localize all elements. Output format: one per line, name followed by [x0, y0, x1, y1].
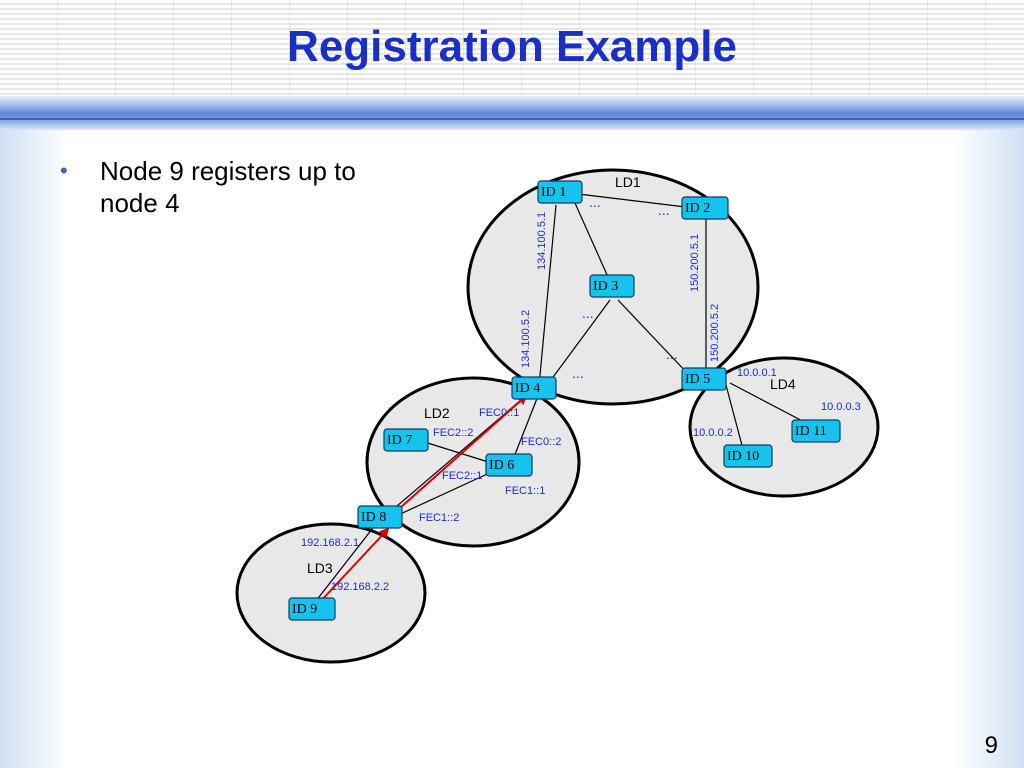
- node-id2[interactable]: ID 2: [681, 196, 729, 220]
- addr-fec0-1: FEC0::1: [479, 407, 519, 419]
- node-id5[interactable]: ID 5: [681, 367, 727, 391]
- addr-10-0-0-2: 10.0.0.2: [693, 427, 733, 439]
- addr-fec1-2: FEC1::2: [419, 512, 459, 524]
- edge-n5-n10: [725, 384, 745, 454]
- registration-path: [317, 394, 528, 605]
- header-bar: [0, 96, 1024, 130]
- edge-n1-n2: [569, 192, 695, 209]
- domain-label-ld2: LD2: [424, 405, 450, 421]
- header-bar-line: [0, 118, 1024, 120]
- edge-n1-n3: [574, 202, 613, 287]
- node-label: ID 10: [727, 449, 759, 464]
- edge-n4-n6: [511, 395, 539, 463]
- registration-arrow-n9-n8: [317, 527, 390, 605]
- node-id1[interactable]: ID 1: [537, 180, 583, 204]
- edges: [311, 192, 813, 607]
- addr-192-168-2-2: 192.168.2.2: [331, 581, 389, 593]
- node-label: ID 11: [795, 424, 827, 439]
- node-id9[interactable]: ID 9: [288, 597, 336, 621]
- addr-134-100-5-1: 134.100.5.1: [536, 212, 548, 270]
- ellipsis-n1-n2-left: ...: [589, 194, 601, 210]
- domain-ld2: [365, 376, 581, 548]
- domain-label-ld1: LD1: [615, 174, 641, 190]
- edge-n1-n4: [538, 204, 557, 387]
- node-label: ID 9: [292, 602, 317, 617]
- bullet-item: • Node 9 registers up to node 4: [60, 155, 420, 219]
- domain-ld3: [235, 522, 427, 664]
- addr-150-200-5-2: 150.200.5.2: [709, 304, 721, 362]
- edge-n8-n9: [311, 523, 377, 607]
- addr-fec2-1: FEC2::1: [442, 470, 482, 482]
- slide-header: [0, 0, 1024, 96]
- edge-n6-n8: [395, 469, 497, 517]
- ellipsis-n3-n5: ...: [666, 346, 678, 362]
- edge-n7-n6: [417, 439, 499, 466]
- node-label: ID 5: [685, 372, 710, 387]
- registration-arrow-n8-n4: [399, 394, 528, 509]
- addr-134-100-5-2: 134.100.5.2: [520, 310, 532, 368]
- node-id7[interactable]: ID 7: [383, 428, 429, 452]
- domain-label-ld4: LD4: [770, 376, 796, 392]
- header-pattern: [0, 0, 1024, 96]
- ellipsis-n3-down: ...: [582, 305, 594, 321]
- edge-n3-n4: [544, 299, 611, 389]
- node-label: ID 6: [489, 458, 514, 473]
- node-id8[interactable]: ID 8: [357, 505, 403, 529]
- node-label: ID 7: [387, 433, 412, 448]
- bullet-text: Node 9 registers up to node 4: [100, 156, 356, 218]
- node-label: ID 1: [541, 185, 566, 200]
- node-label: ID 4: [515, 381, 540, 396]
- node-id11[interactable]: ID 11: [791, 419, 841, 443]
- node-id3[interactable]: ID 3: [589, 274, 635, 298]
- node-id4[interactable]: ID 4: [511, 376, 557, 400]
- slide-title: Registration Example: [287, 22, 737, 71]
- addr-150-200-5-1: 150.200.5.1: [689, 234, 701, 292]
- addr-fec0-2: FEC0::2: [521, 436, 561, 448]
- node-id10[interactable]: ID 10: [723, 444, 773, 468]
- page-number: 9: [984, 732, 998, 759]
- edge-n3-n5: [617, 299, 691, 377]
- ellipsis-n1-n2-right: ...: [658, 202, 670, 218]
- addr-10-0-0-1: 10.0.0.1: [737, 367, 777, 379]
- addr-fec2-2: FEC2::2: [433, 427, 473, 439]
- addr-fec1-1: FEC1::1: [505, 485, 545, 497]
- node-label: ID 8: [361, 510, 386, 525]
- bullet-dot-icon: •: [60, 158, 68, 183]
- addr-10-0-0-3: 10.0.0.3: [821, 401, 861, 413]
- addr-192-168-2-1: 192.168.2.1: [301, 537, 359, 549]
- ellipsis-n3-n4: ...: [572, 365, 584, 381]
- node-id6[interactable]: ID 6: [485, 453, 533, 477]
- edge-n5-n11: [729, 382, 813, 427]
- node-label: ID 2: [685, 201, 710, 216]
- domain-label-ld3: LD3: [307, 560, 333, 576]
- node-label: ID 3: [593, 279, 618, 294]
- bullet-list: • Node 9 registers up to node 4: [60, 155, 420, 219]
